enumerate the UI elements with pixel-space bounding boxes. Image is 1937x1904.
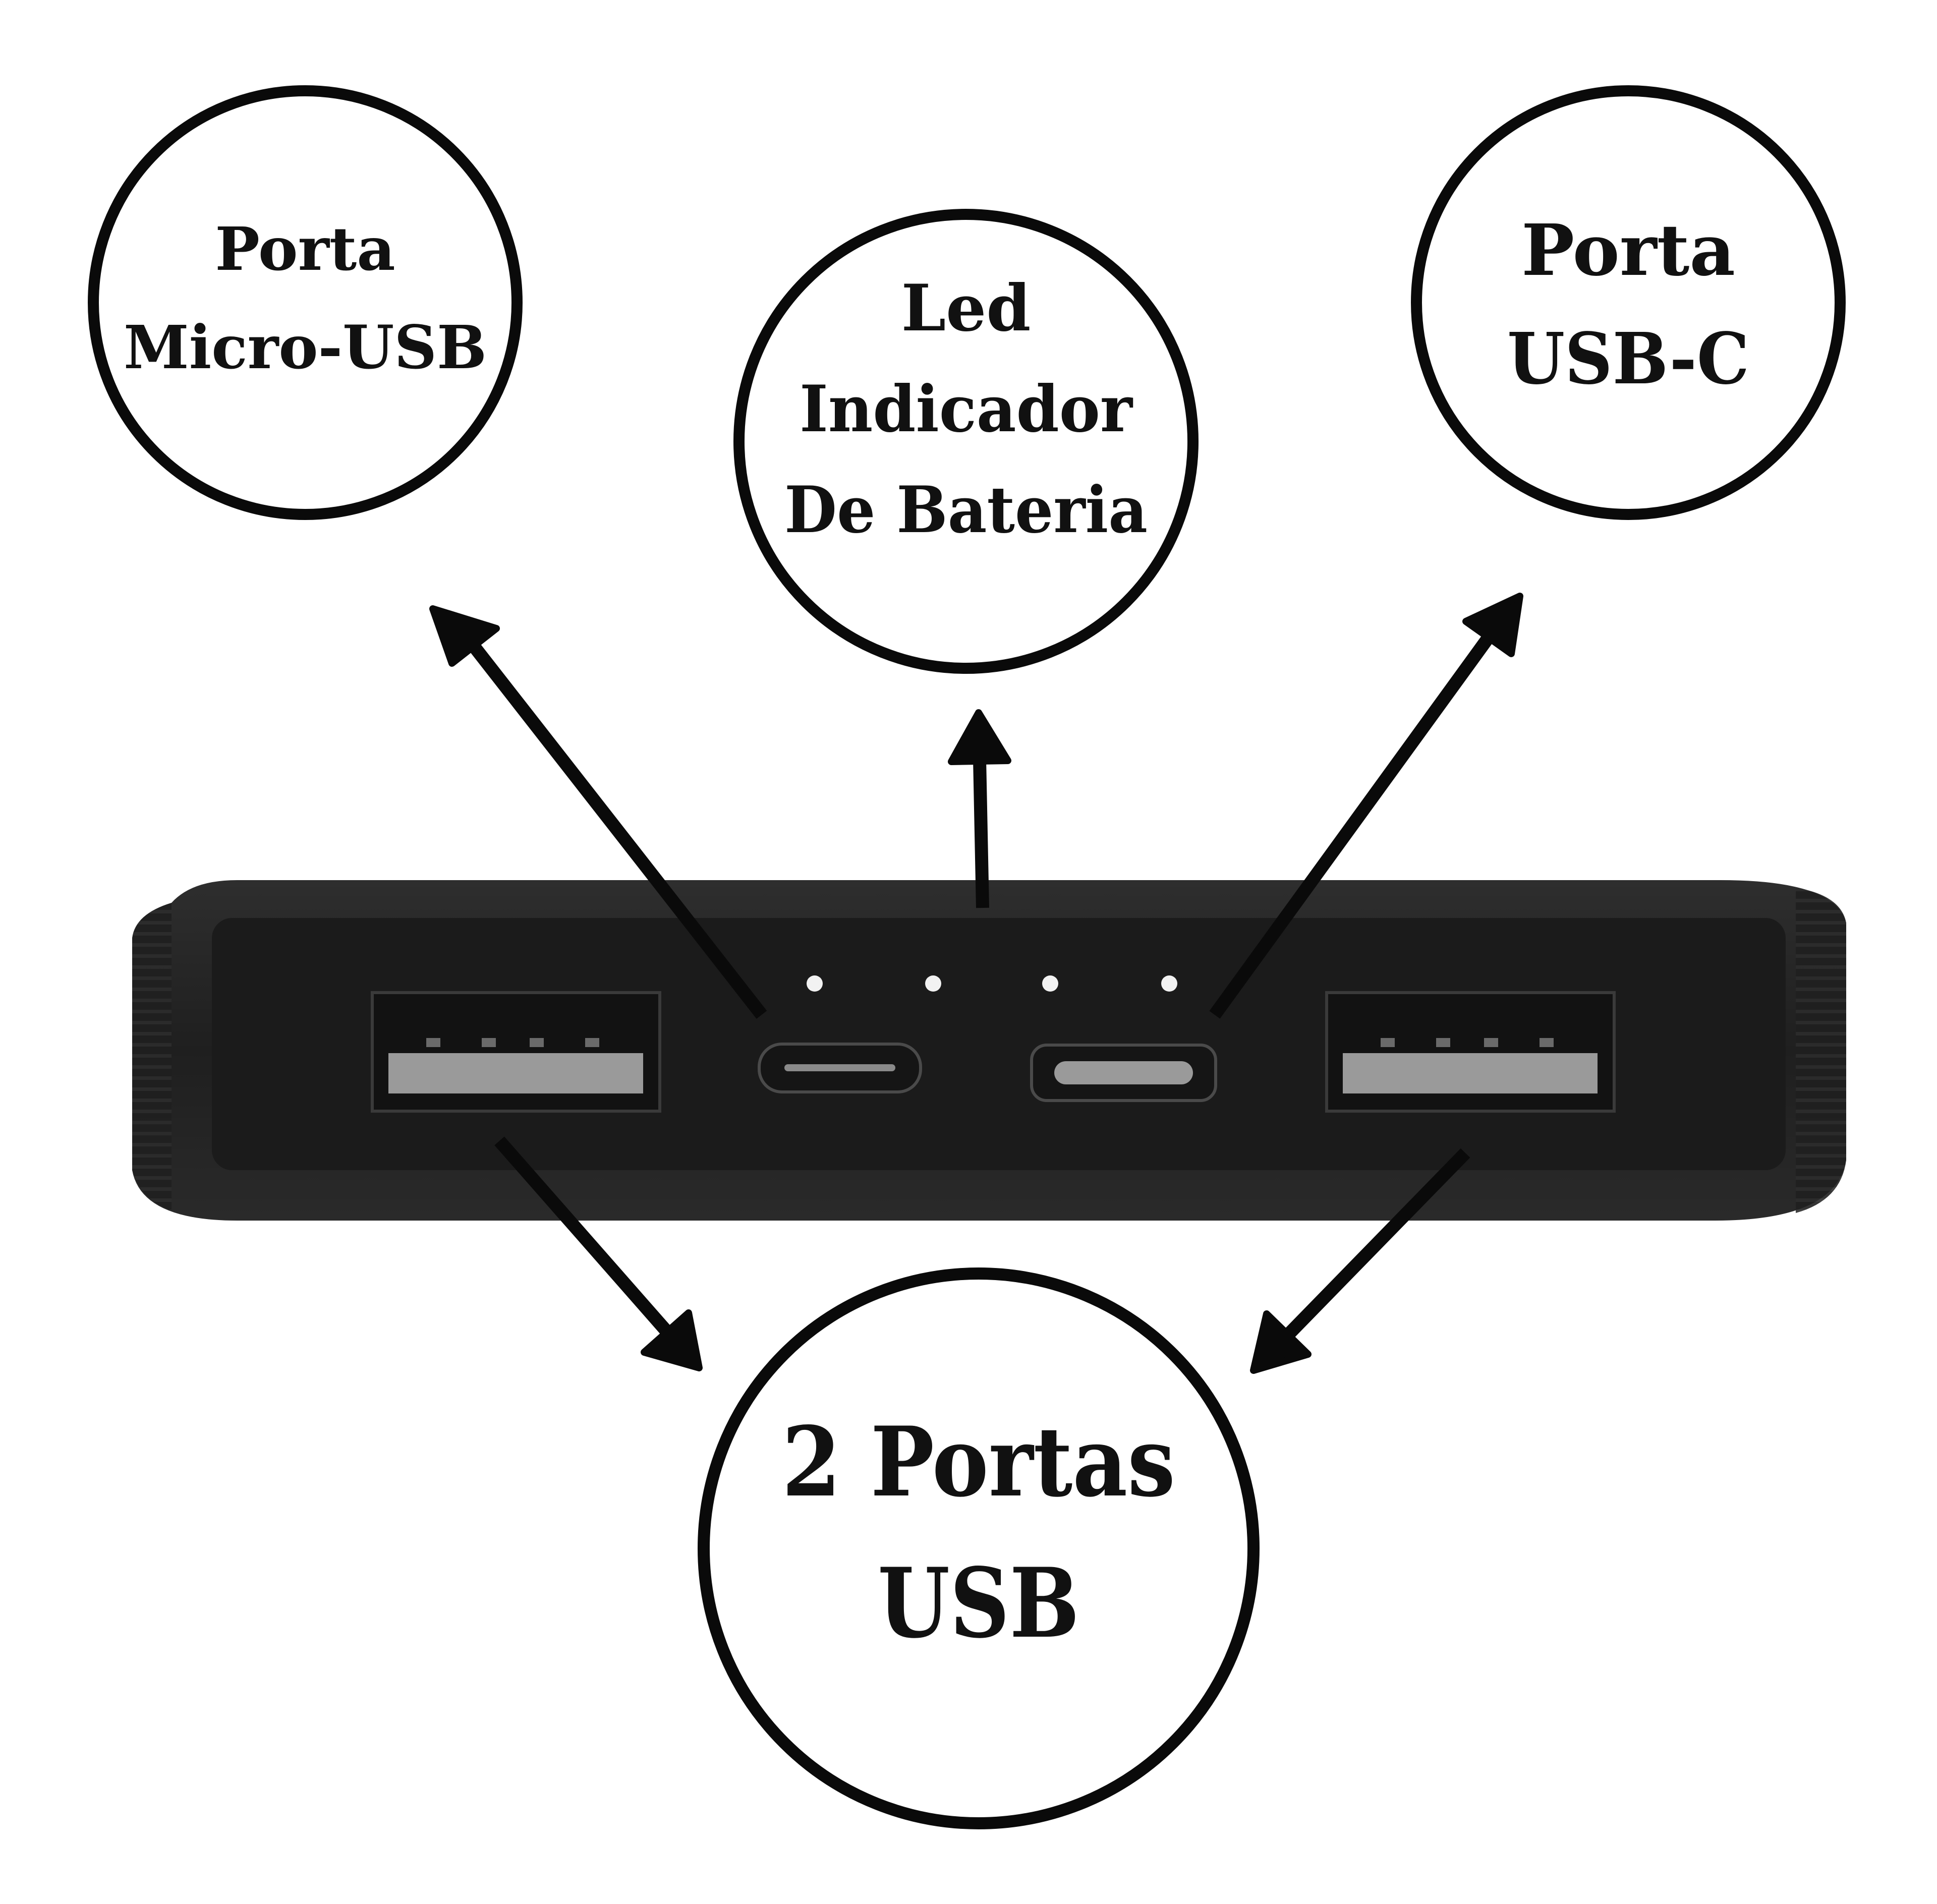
callout-usb-ports-line-2: USB bbox=[878, 1547, 1079, 1659]
led-dot-icon bbox=[925, 975, 941, 992]
usb-a-port-icon bbox=[371, 991, 661, 1113]
usb-a-port-icon bbox=[1325, 991, 1616, 1113]
usb-c-port-icon bbox=[1030, 1044, 1217, 1102]
callout-micro-usb-line-1: Porta bbox=[215, 214, 395, 284]
arrow-icon bbox=[1209, 593, 1523, 1019]
callout-led-line-2: Indicador bbox=[800, 372, 1133, 446]
micro-usb-port-icon bbox=[758, 1043, 922, 1093]
callout-circle bbox=[698, 1267, 1260, 1829]
led-indicators bbox=[807, 975, 1177, 992]
arrow-icon bbox=[948, 709, 1011, 908]
callout-micro-usb: Porta Micro-USB bbox=[88, 85, 523, 520]
callout-usb-ports: 2 Portas USB bbox=[698, 1267, 1260, 1829]
arrow-icon bbox=[494, 1136, 703, 1371]
callout-led-line-1: Led bbox=[901, 271, 1031, 345]
callout-usb-c-line-1: Porta bbox=[1521, 209, 1735, 292]
callout-led-line-3: De Bateria bbox=[784, 473, 1148, 547]
power-bank-right-ribs bbox=[1796, 888, 1846, 1213]
callout-usb-ports-line-1: 2 Portas bbox=[782, 1406, 1175, 1518]
callout-usb-c: Porta USB-C bbox=[1411, 85, 1846, 520]
callout-usb-c-line-2: USB-C bbox=[1507, 318, 1749, 400]
arrow-icon bbox=[1250, 1148, 1470, 1374]
arrows bbox=[429, 593, 1523, 1374]
callout-led-indicator: Led Indicador De Bateria bbox=[733, 209, 1199, 674]
callout-circle bbox=[88, 85, 523, 520]
callout-circle bbox=[1411, 85, 1846, 520]
callout-micro-usb-line-2: Micro-USB bbox=[124, 312, 487, 382]
power-bank bbox=[132, 880, 1846, 1221]
arrow-icon bbox=[429, 605, 767, 1019]
power-bank-left-ribs bbox=[132, 903, 172, 1210]
led-dot-icon bbox=[1161, 975, 1177, 992]
led-dot-icon bbox=[807, 975, 823, 992]
led-dot-icon bbox=[1042, 975, 1058, 992]
callout-circle bbox=[733, 209, 1199, 674]
